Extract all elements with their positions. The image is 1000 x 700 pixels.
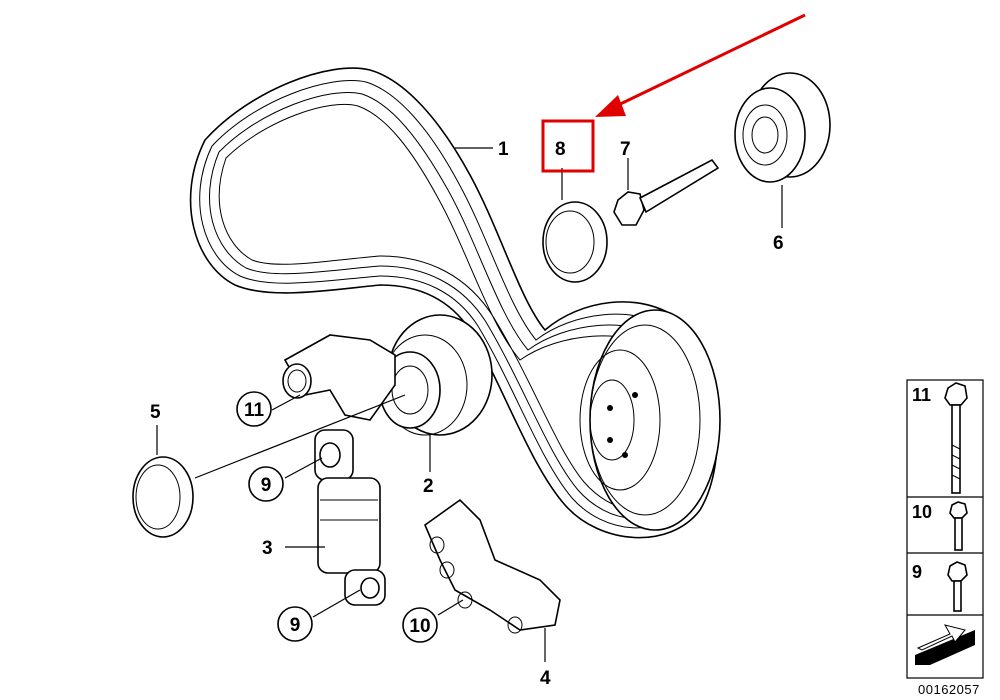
svg-text:9: 9 — [261, 475, 272, 496]
medium-hex-bolt-icon — [947, 561, 968, 612]
crankshaft-pulley — [579, 309, 721, 531]
tensioner-arm — [282, 334, 396, 421]
label-part-6: 6 — [773, 233, 784, 254]
legend-label-10: 10 — [912, 502, 932, 522]
highlight-box — [541, 119, 595, 173]
legend-label-11: 11 — [912, 385, 931, 405]
label-part-7: 7 — [620, 139, 631, 160]
hex-bolt-7 — [613, 158, 720, 226]
view-arrow-icon — [915, 624, 975, 665]
label-part-4: 4 — [540, 668, 551, 689]
label-part-8: 8 — [555, 139, 566, 160]
deflection-pulley — [734, 72, 831, 183]
circled-label-10: 10 — [402, 607, 438, 643]
label-part-3: 3 — [262, 538, 273, 559]
tension-pulley — [379, 314, 493, 436]
svg-text:9: 9 — [290, 615, 301, 636]
leader-lines — [156, 147, 783, 662]
long-hex-flange-bolt-icon — [944, 382, 968, 494]
short-hex-bolt-icon — [949, 501, 968, 551]
pulley-cap-5 — [132, 456, 194, 538]
pulley-cap-8 — [542, 201, 608, 283]
circled-label-11: 11 — [236, 391, 272, 427]
diagram-code: 00162057 — [918, 682, 980, 697]
highlight-arrow — [595, 13, 806, 117]
fastener-legend: 11 10 9 — [906, 379, 984, 679]
label-part-2: 2 — [423, 476, 434, 497]
label-part-1: 1 — [498, 139, 509, 160]
svg-text:10: 10 — [409, 616, 430, 637]
label-part-5: 5 — [150, 402, 161, 423]
svg-text:11: 11 — [244, 400, 265, 421]
legend-label-9: 9 — [912, 562, 922, 582]
circled-label-9-lower: 9 — [277, 606, 313, 642]
hydraulic-tensioner — [314, 429, 386, 606]
circled-label-9-upper: 9 — [248, 466, 284, 502]
tensioner-bracket — [424, 498, 561, 634]
